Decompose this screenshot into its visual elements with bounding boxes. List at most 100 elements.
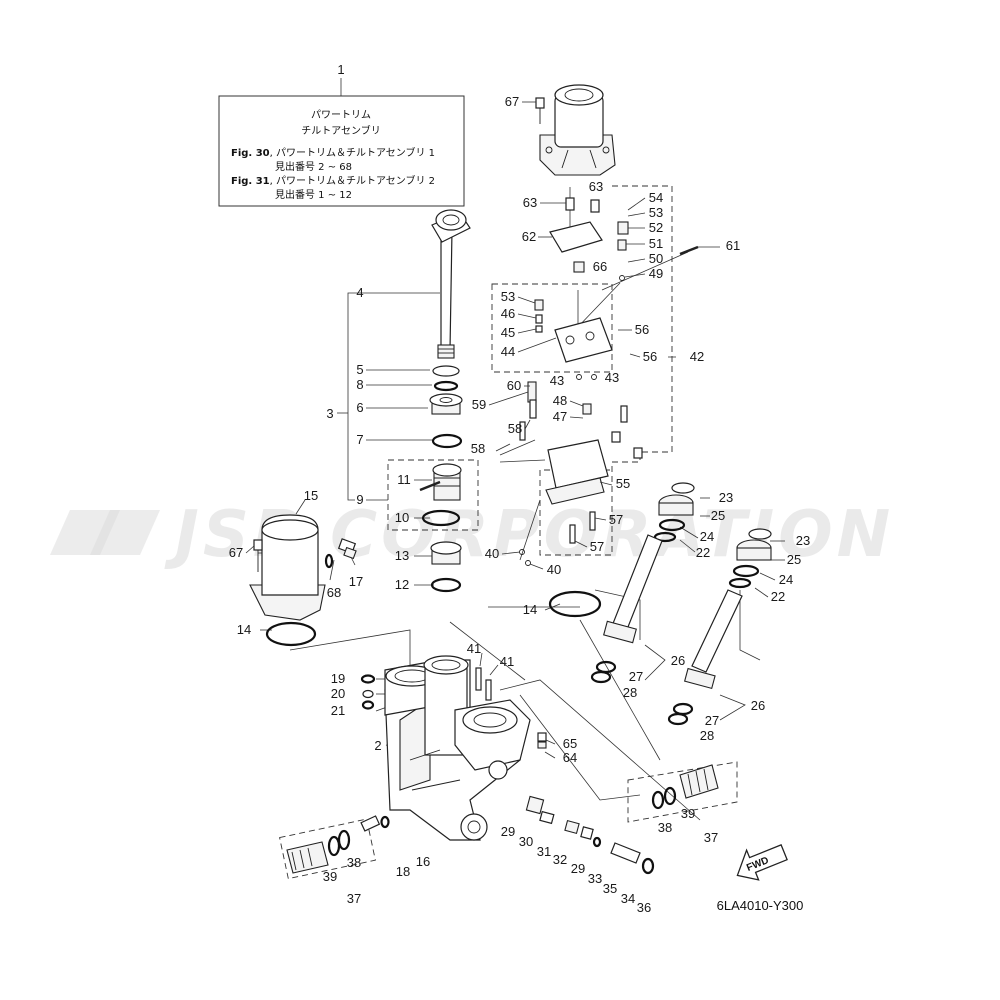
part-label: 23: [719, 490, 733, 505]
reference-box: パワートリム チルトアセンブリ Fig. 30, パワートリム＆チルトアセンブリ…: [218, 78, 465, 207]
part-label: 13: [395, 548, 409, 563]
part-label: 48: [553, 393, 567, 408]
part-label: 1: [337, 62, 344, 77]
part-label: 26: [751, 698, 765, 713]
ref1-line: Fig. 30, パワートリム＆チルトアセンブリ 1: [231, 146, 435, 159]
part-label: 41: [500, 654, 514, 669]
part-label: 39: [323, 869, 337, 884]
cylinder-components: [419, 365, 463, 593]
part-label: 14: [237, 622, 251, 637]
part-label: 20: [331, 686, 345, 701]
reservoir: [249, 514, 357, 621]
label-ticks: [245, 101, 720, 570]
part-label: 27: [629, 669, 643, 684]
group-boxes: [279, 185, 738, 880]
part-label: 21: [331, 703, 345, 718]
part-label: 27: [705, 713, 719, 728]
part-label: 25: [711, 508, 725, 523]
ref2-range: 見出番号 1 ~ 12: [275, 188, 352, 201]
part-label: 3: [326, 406, 333, 421]
part-label: 22: [696, 545, 710, 560]
part-label: 29: [571, 861, 585, 876]
part-label: 31: [537, 844, 551, 859]
part-label: 7: [356, 432, 363, 447]
part-label: 28: [700, 728, 714, 743]
part-label: 50: [649, 251, 663, 266]
drawing-code: 6LA4010-Y300: [717, 898, 804, 913]
part-label: 19: [331, 671, 345, 686]
part-label: 16: [416, 854, 430, 869]
ref2-line: Fig. 31, パワートリム＆チルトアセンブリ 2: [231, 174, 435, 187]
part-label: 45: [501, 325, 515, 340]
part-label: 22: [771, 589, 785, 604]
part-label: 24: [700, 529, 714, 544]
part-label: 66: [593, 259, 607, 274]
part-label: 24: [779, 572, 793, 587]
part-label: 23: [796, 533, 810, 548]
part-label: 37: [704, 830, 718, 845]
part-label: 18: [396, 864, 410, 879]
part-label: 35: [603, 881, 617, 896]
part-label: 2: [374, 738, 381, 753]
tilt-rod: [431, 209, 471, 359]
part-label: 29: [501, 824, 515, 839]
orings-14: [265, 590, 602, 647]
part-label: 54: [649, 190, 663, 205]
ref1-range: 見出番号 2 ~ 68: [275, 160, 352, 173]
main-housing: [360, 655, 547, 841]
ref2-fig: Fig. 31: [231, 176, 270, 187]
part-label: 56: [643, 349, 657, 364]
part-label: 63: [523, 195, 537, 210]
part-label: 33: [588, 871, 602, 886]
part-label: 42: [690, 349, 704, 364]
part-label: 53: [649, 205, 663, 220]
part-label: 57: [609, 512, 623, 527]
part-label: 44: [501, 344, 515, 359]
part-label: 67: [505, 94, 519, 109]
ref2-text: , パワートリム＆チルトアセンブリ 2: [270, 174, 435, 187]
fwd-arrow: FWD: [736, 843, 788, 881]
ref-title-line2: チルトアセンブリ: [301, 124, 381, 137]
ref1-text: , パワートリム＆チルトアセンブリ 1: [270, 146, 435, 159]
right-side-parts: [590, 482, 772, 810]
part-label: 52: [649, 220, 663, 235]
part-label: 38: [658, 820, 672, 835]
part-label: 49: [649, 266, 663, 281]
part-label: 4: [356, 285, 363, 300]
part-label: 26: [671, 653, 685, 668]
part-label: 15: [304, 488, 318, 503]
part-label: 43: [550, 373, 564, 388]
part-label: 11: [397, 472, 411, 487]
part-label: 55: [616, 476, 630, 491]
part-label: 30: [519, 834, 533, 849]
part-label: 63: [589, 179, 603, 194]
part-label: 47: [553, 409, 567, 424]
ref-title-line1: パワートリム: [311, 109, 371, 121]
part-label: 40: [485, 546, 499, 561]
part-label: 5: [356, 362, 363, 377]
part-label: 57: [590, 539, 604, 554]
part-label: 65: [563, 736, 577, 751]
part-label: 43: [605, 370, 619, 385]
part-label: 6: [356, 400, 363, 415]
part-label: 34: [621, 891, 635, 906]
part-label: 12: [395, 577, 409, 592]
ref1-fig: Fig. 30: [231, 148, 270, 159]
part-label: 39: [681, 806, 695, 821]
part-label: 59: [472, 397, 486, 412]
part-label: 9: [356, 492, 363, 507]
part-label: 8: [356, 377, 363, 392]
part-label: 53: [501, 289, 515, 304]
part-label: 41: [467, 641, 481, 656]
part-label: 51: [649, 236, 663, 251]
part-labels: 1 2 3 4 5 8 6 7 9 11 10 13 12 14 14 15 1…: [229, 62, 810, 915]
bottom-left-parts: [286, 815, 390, 874]
part-label: 58: [471, 441, 485, 456]
part-label: 36: [637, 900, 651, 915]
part-label: 60: [507, 378, 521, 393]
part-label: 28: [623, 685, 637, 700]
part-label: 67: [229, 545, 243, 560]
part-label: 46: [501, 306, 515, 321]
part-label: 38: [347, 855, 361, 870]
